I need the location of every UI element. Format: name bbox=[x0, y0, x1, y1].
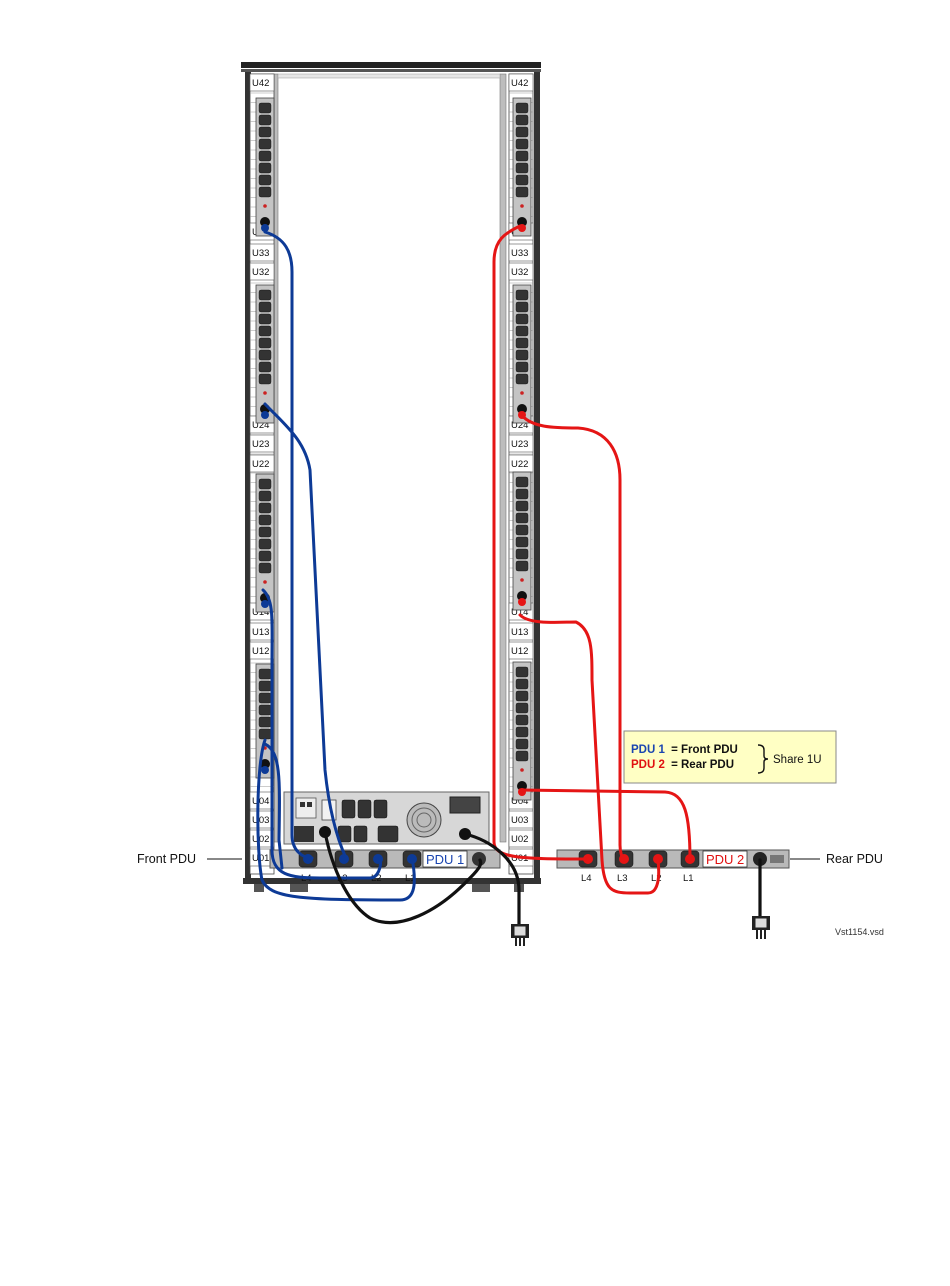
plug-icon bbox=[752, 916, 770, 939]
rack-unit-label-right: U42 bbox=[511, 78, 528, 89]
plug-icon bbox=[511, 924, 529, 946]
rack-unit-label-right: U12 bbox=[511, 646, 528, 657]
pdu-2-label: PDU 2 bbox=[706, 852, 744, 867]
legend-pdu2-name: PDU 2 bbox=[631, 759, 665, 771]
extension-bar bbox=[513, 662, 531, 800]
pdu-1-label: PDU 1 bbox=[426, 852, 464, 867]
figure-id: Vst1154.vsd bbox=[835, 927, 884, 937]
extension-bar bbox=[513, 285, 531, 423]
rack-unit-label-left: U02 bbox=[252, 834, 269, 845]
extension-bar bbox=[513, 472, 531, 610]
rack-unit-label-right: U32 bbox=[511, 267, 528, 278]
rack-unit-label-right: U22 bbox=[511, 459, 528, 470]
rear-pdu-callout: Rear PDU bbox=[826, 852, 883, 866]
extension-bar bbox=[256, 285, 274, 423]
rack-unit-label-right: U13 bbox=[511, 627, 528, 638]
rack-frame bbox=[241, 62, 541, 892]
rack-unit-label-left: U12 bbox=[252, 646, 269, 657]
rack-unit-label-left: U04 bbox=[252, 796, 269, 807]
rack-unit-label-left: U03 bbox=[252, 815, 269, 826]
rack-unit-label-left: U32 bbox=[252, 267, 269, 278]
rack-unit-label-right: U23 bbox=[511, 439, 528, 450]
legend-share-text: Share 1U bbox=[773, 754, 822, 766]
rack-unit-label-left: U13 bbox=[252, 627, 269, 638]
legend-box: PDU 1 = Front PDU PDU 2 = Rear PDU Share… bbox=[624, 731, 836, 783]
rack-unit-label-left: U22 bbox=[252, 459, 269, 470]
rack-unit-label-left: U42 bbox=[252, 78, 269, 89]
rack-unit-label-right: U03 bbox=[511, 815, 528, 826]
outlet-label-pdu2: L3 bbox=[617, 873, 628, 884]
rack-unit-label-left: U33 bbox=[252, 248, 269, 259]
extension-bar bbox=[513, 98, 531, 236]
legend-pdu2-desc: = Rear PDU bbox=[671, 759, 734, 771]
front-pdu-callout: Front PDU bbox=[137, 852, 196, 866]
svg-text:PDU 2 = Rear PDU: PDU 2 = Rear PDU bbox=[631, 759, 734, 771]
legend-pdu1-desc: = Front PDU bbox=[671, 744, 738, 756]
ups-base-unit bbox=[284, 792, 489, 844]
rack-unit-label-right: U33 bbox=[511, 248, 528, 259]
svg-text:PDU 1 = Front PDU: PDU 1 = Front PDU bbox=[631, 744, 738, 756]
legend-pdu1-name: PDU 1 bbox=[631, 744, 665, 756]
extension-bars bbox=[256, 98, 531, 800]
extension-bar bbox=[256, 98, 274, 236]
rack-unit-label-left: U23 bbox=[252, 439, 269, 450]
outlet-label-pdu2: L4 bbox=[581, 873, 592, 884]
rack-unit-label-right: U02 bbox=[511, 834, 528, 845]
outlet-label-pdu2: L1 bbox=[683, 873, 694, 884]
